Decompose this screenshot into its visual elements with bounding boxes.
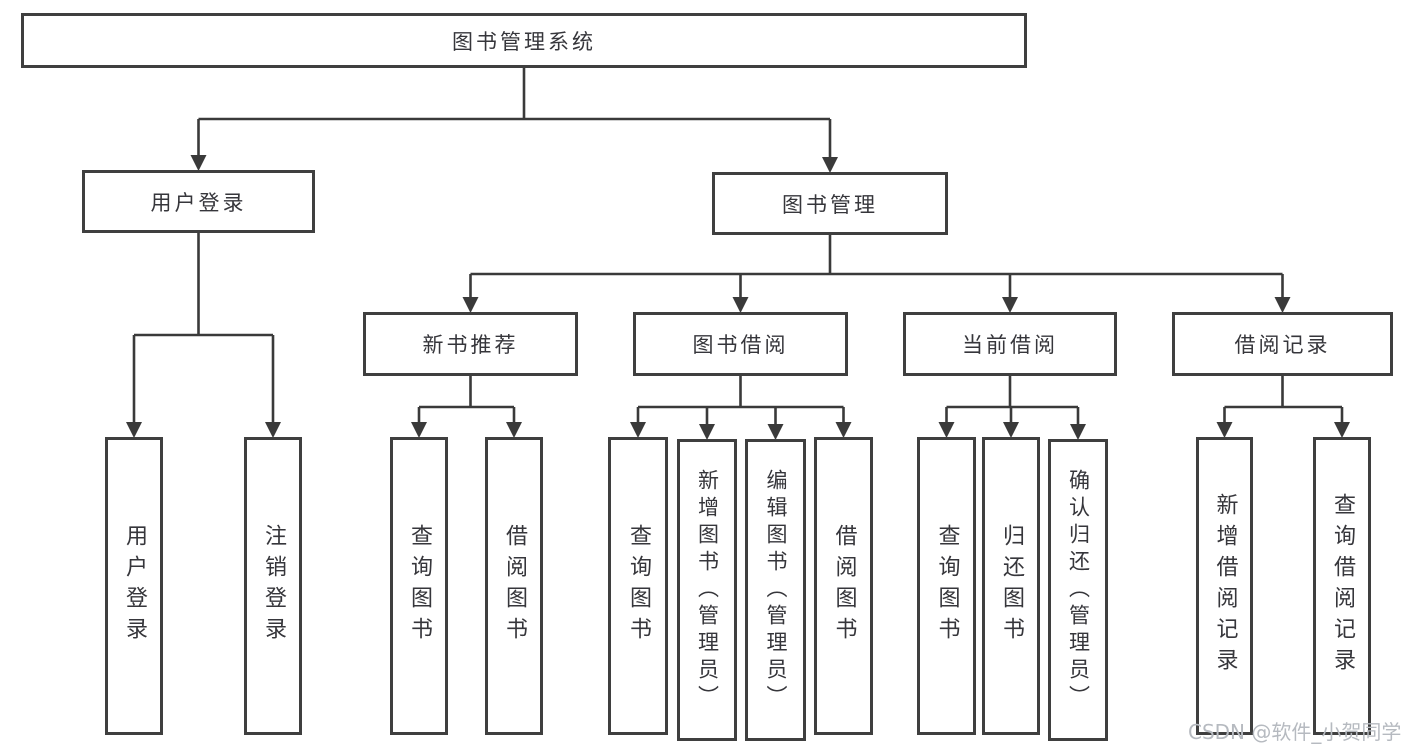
node-user-login: 用户登录 — [105, 437, 163, 735]
arrowhead-book-mgmt — [822, 157, 838, 173]
node-nb-borrow-books: 借阅图书 — [485, 437, 543, 735]
arrowhead-br-query-record — [1334, 422, 1350, 438]
arrowhead-book-borrow — [732, 297, 749, 313]
node-bb-add-books: 新增图书（管理员） — [677, 439, 737, 741]
node-bb-borrow-books: 借阅图书 — [814, 437, 873, 735]
arrowhead-bb-add-books — [699, 424, 715, 440]
node-br-add-record: 新增借阅记录 — [1196, 437, 1253, 735]
node-nb-query-books: 查询图书 — [390, 437, 448, 735]
node-br-query-record: 查询借阅记录 — [1313, 437, 1371, 735]
arrowhead-current-borrow — [1002, 297, 1018, 313]
watermark: CSDN @软件_小贺同学 — [1188, 720, 1402, 744]
node-cb-return-books: 归还图书 — [982, 437, 1040, 735]
arrowhead-cb-confirm-return — [1070, 424, 1086, 440]
node-new-books: 新书推荐 — [363, 312, 578, 376]
arrowhead-nb-borrow-books — [506, 422, 522, 438]
arrowhead-bb-edit-books — [767, 424, 784, 440]
arrowhead-bb-query-books — [630, 422, 646, 438]
arrowhead-cb-return-books — [1003, 422, 1019, 438]
node-root: 图书管理系统 — [21, 13, 1027, 68]
arrowhead-br-add-record — [1216, 422, 1233, 438]
node-logout: 注销登录 — [244, 437, 302, 735]
node-book-mgmt: 图书管理 — [712, 172, 948, 235]
arrowhead-borrow-records — [1274, 297, 1291, 313]
connector-path — [132, 68, 1344, 426]
node-bb-query-books: 查询图书 — [608, 437, 668, 735]
arrowhead-cb-query-books — [938, 422, 955, 438]
arrowhead-new-books — [462, 297, 479, 313]
arrowhead-user-login-group — [190, 155, 207, 171]
arrowhead-logout — [265, 422, 281, 438]
node-cb-query-books: 查询图书 — [917, 437, 976, 735]
arrowhead-nb-query-books — [411, 422, 427, 438]
node-bb-edit-books: 编辑图书（管理员） — [745, 439, 806, 741]
node-book-borrow: 图书借阅 — [633, 312, 848, 376]
node-borrow-records: 借阅记录 — [1172, 312, 1393, 376]
node-user-login-group: 用户登录 — [82, 170, 315, 233]
arrowhead-user-login — [126, 422, 142, 438]
node-cb-confirm-return: 确认归还（管理员） — [1048, 439, 1108, 741]
node-current-borrow: 当前借阅 — [903, 312, 1117, 376]
arrowhead-bb-borrow-books — [835, 422, 852, 438]
